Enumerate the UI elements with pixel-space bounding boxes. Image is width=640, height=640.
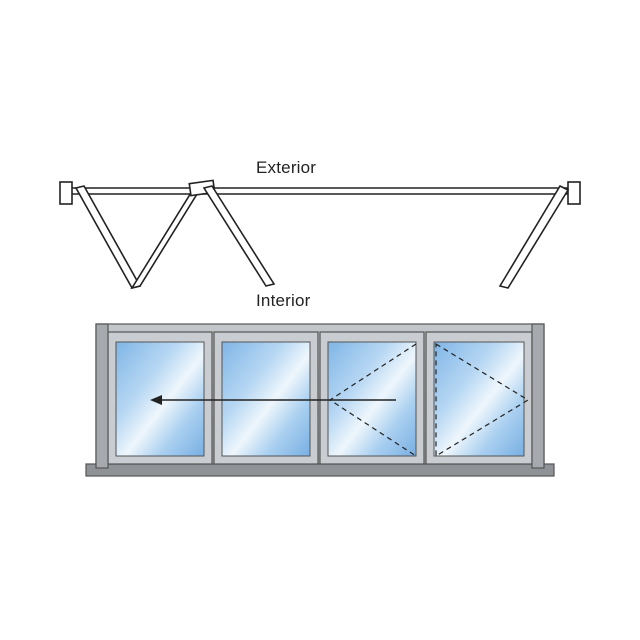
left-jamb: [59, 181, 73, 205]
plan-view: [59, 179, 581, 290]
interior-label: Interior: [256, 291, 311, 310]
folded-panel-3: [202, 185, 276, 287]
arrow-head: [150, 395, 162, 405]
left-frame-jamb: [95, 323, 109, 469]
folded-panel-2: [130, 184, 204, 290]
right-frame-jamb: [531, 323, 545, 469]
panel-1: [107, 331, 213, 465]
panel-3: [319, 331, 425, 465]
sill: [85, 463, 555, 477]
swing-indicator-panel-4: [435, 342, 530, 458]
right-jamb: [567, 181, 581, 205]
panel-4: [425, 331, 533, 465]
elevation-view: [85, 323, 555, 477]
glass-pane-3: [327, 341, 417, 457]
folded-panel-1: [74, 185, 142, 289]
glass-pane-4: [433, 341, 525, 457]
exterior-label: Exterior: [256, 158, 317, 177]
folded-panel-4: [498, 184, 570, 289]
glass-pane-2: [221, 341, 311, 457]
panel-2: [213, 331, 319, 465]
